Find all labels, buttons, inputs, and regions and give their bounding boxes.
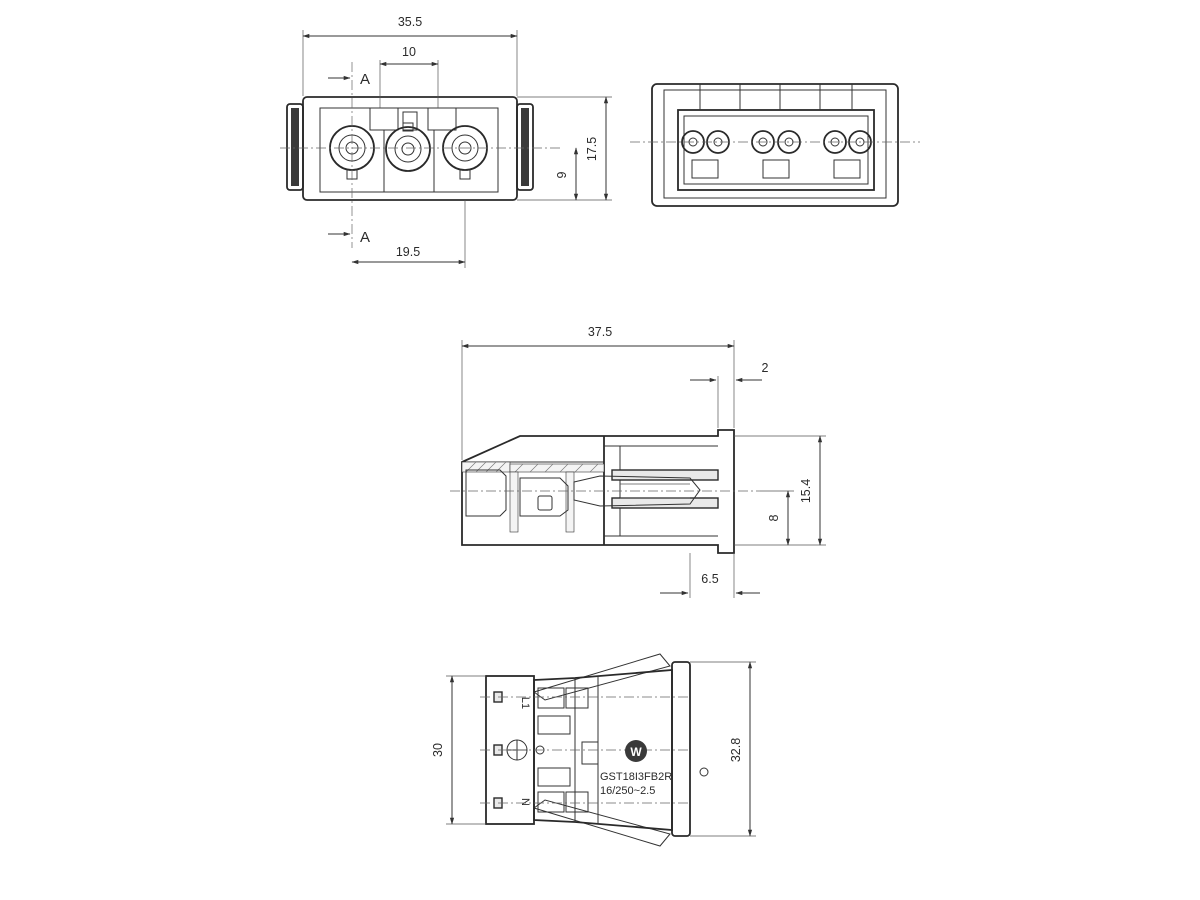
rear-contact-3 [823, 130, 872, 179]
slot-row-n [493, 767, 589, 813]
marking-n: N [519, 798, 531, 806]
bottom-flange [671, 661, 691, 837]
approval-mark-icon [699, 767, 709, 777]
section-label-bottom: A [360, 229, 370, 246]
slot-row-l1 [493, 687, 589, 709]
rear-view [630, 83, 920, 207]
dim-center: 9 [555, 171, 569, 178]
dim-offset: 19.5 [396, 245, 420, 259]
contact-center [385, 122, 431, 172]
dim-axis: 8 [767, 514, 781, 521]
dim-width: 35.5 [398, 15, 422, 29]
dim-height: 17.5 [585, 137, 599, 161]
marking-l1: L1 [519, 697, 531, 709]
brand-logo-icon: W [625, 740, 647, 762]
rating: 16/250~2.5 [600, 785, 655, 797]
side-view: 37.5 2 15.4 8 6.5 [450, 325, 826, 598]
latch-top [532, 653, 671, 701]
section-label-top: A [360, 71, 370, 88]
contact-right [442, 125, 488, 180]
part-number: GST18I3FB2R [600, 771, 672, 783]
slot-row-pe [493, 715, 599, 765]
section-hatching [461, 461, 605, 533]
dim-flange-width: 32.8 [729, 738, 743, 762]
front-view: 35.5 10 A A 19.5 17.5 9 [280, 15, 612, 268]
dim-side-height: 15.4 [799, 479, 813, 503]
rear-contact-1 [681, 130, 730, 179]
front-body [302, 96, 518, 201]
dim-length: 37.5 [588, 325, 612, 339]
front-inner-frame [319, 107, 499, 193]
latch-bottom [532, 799, 671, 847]
dim-depth: 6.5 [701, 572, 718, 586]
right-grip-ribs [521, 108, 529, 186]
left-grip-ribs [291, 108, 299, 186]
dim-bottom-width: 30 [431, 743, 445, 757]
rear-body [651, 83, 899, 207]
dim-pitch: 10 [402, 45, 416, 59]
side-outline [461, 429, 735, 554]
bottom-view: L1 N W GST18I3FB2R 16/250~2.5 30 32.8 [431, 653, 756, 847]
brand-letter: W [630, 745, 642, 759]
dim-flange: 2 [762, 361, 769, 375]
rear-contact-2 [751, 130, 801, 179]
